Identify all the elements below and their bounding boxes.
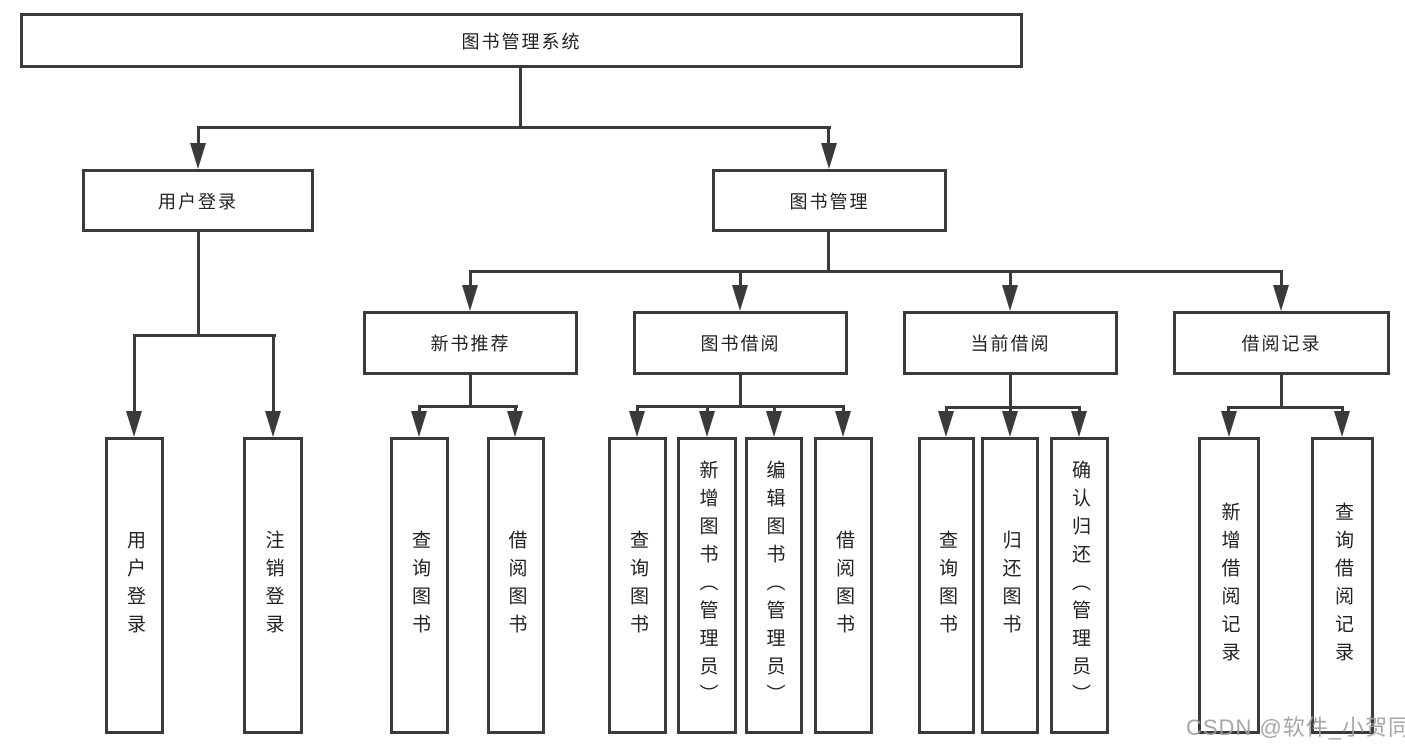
- leaf-confirm-return-admin: 确认归还（管理员）: [1050, 437, 1109, 734]
- leaf-edit-book-admin: 编辑图书（管理员）: [745, 437, 803, 734]
- connector-borrow-split: [636, 405, 845, 408]
- connector-stub: [773, 405, 776, 414]
- node-borrow-record: 借阅记录: [1173, 311, 1390, 375]
- arrow-down-icon: [821, 143, 837, 169]
- leaf-logout: 注销登录: [243, 437, 303, 734]
- connector-drop-book-management: [827, 126, 830, 148]
- connector-manage-split: [469, 270, 1283, 273]
- node-user-login: 用户登录: [82, 169, 314, 232]
- leaf-add-book-admin: 新增图书（管理员）: [677, 437, 737, 734]
- connector-recommend-split: [418, 405, 518, 408]
- node-current-borrow: 当前借阅: [903, 311, 1118, 375]
- node-book-borrow: 图书借阅: [633, 311, 848, 375]
- connector-record-split: [1227, 406, 1344, 409]
- connector-stub: [1227, 406, 1230, 414]
- connector-drop-book-borrow: [739, 270, 742, 288]
- arrow-down-icon: [1334, 411, 1350, 437]
- leaf-query-borrow-record: 查询借阅记录: [1311, 437, 1374, 734]
- leaf-add-borrow-record: 新增借阅记录: [1198, 437, 1260, 734]
- arrow-down-icon: [1002, 285, 1018, 311]
- node-root: 图书管理系统: [20, 13, 1023, 68]
- connector-stub: [842, 405, 845, 414]
- connector-stub: [636, 405, 639, 414]
- arrow-down-icon: [766, 411, 782, 437]
- connector-stub: [945, 406, 948, 414]
- arrow-down-icon: [699, 411, 715, 437]
- connector-root-stem: [519, 68, 522, 126]
- connector-stub: [418, 405, 421, 414]
- leaf-user-login: 用户登录: [105, 437, 164, 734]
- arrow-down-icon: [1273, 285, 1289, 311]
- arrow-down-icon: [265, 411, 281, 437]
- connector-stub: [1078, 406, 1081, 414]
- connector-drop-recommend: [469, 270, 472, 288]
- connector-stub: [1009, 406, 1012, 414]
- arrow-down-icon: [938, 411, 954, 437]
- connector-current-split: [945, 406, 1081, 409]
- arrow-down-icon: [190, 143, 206, 169]
- connector-drop-user-login: [197, 126, 200, 148]
- leaf-recommend-query-book: 查询图书: [390, 437, 449, 734]
- arrow-down-icon: [835, 411, 851, 437]
- connector-drop-borrow-record: [1280, 270, 1283, 288]
- arrow-down-icon: [126, 411, 142, 437]
- leaf-recommend-borrow-book: 借阅图书: [487, 437, 545, 734]
- connector-manage-stem: [827, 232, 830, 273]
- connector-login-stem: [197, 232, 200, 336]
- connector-stub: [514, 405, 517, 414]
- arrow-down-icon: [411, 411, 427, 437]
- connector-drop-leaf-logout: [272, 334, 275, 413]
- connector-recommend-stem: [469, 375, 472, 407]
- connector-drop-leaf-user-login: [133, 334, 136, 413]
- leaf-borrow-book: 借阅图书: [814, 437, 873, 734]
- leaf-current-query-book: 查询图书: [918, 437, 975, 734]
- connector-stub: [706, 405, 709, 414]
- connector-stub: [1341, 406, 1344, 414]
- leaf-borrow-query-book: 查询图书: [608, 437, 667, 734]
- connector-borrow-stem: [739, 375, 742, 407]
- leaf-return-book: 归还图书: [981, 437, 1039, 734]
- connector-login-split: [133, 334, 276, 337]
- arrow-down-icon: [507, 411, 523, 437]
- arrow-down-icon: [629, 411, 645, 437]
- arrow-down-icon: [1002, 411, 1018, 437]
- csdn-watermark: CSDN @软件_小贺同学: [1186, 715, 1405, 740]
- node-book-management: 图书管理: [712, 169, 947, 232]
- connector-record-stem: [1280, 375, 1283, 408]
- connector-root-split: [197, 126, 831, 129]
- node-new-book-recommend: 新书推荐: [363, 311, 578, 375]
- arrow-down-icon: [1071, 411, 1087, 437]
- arrow-down-icon: [1221, 411, 1237, 437]
- connector-current-stem: [1009, 375, 1012, 408]
- arrow-down-icon: [732, 285, 748, 311]
- arrow-down-icon: [462, 285, 478, 311]
- connector-drop-current-borrow: [1009, 270, 1012, 288]
